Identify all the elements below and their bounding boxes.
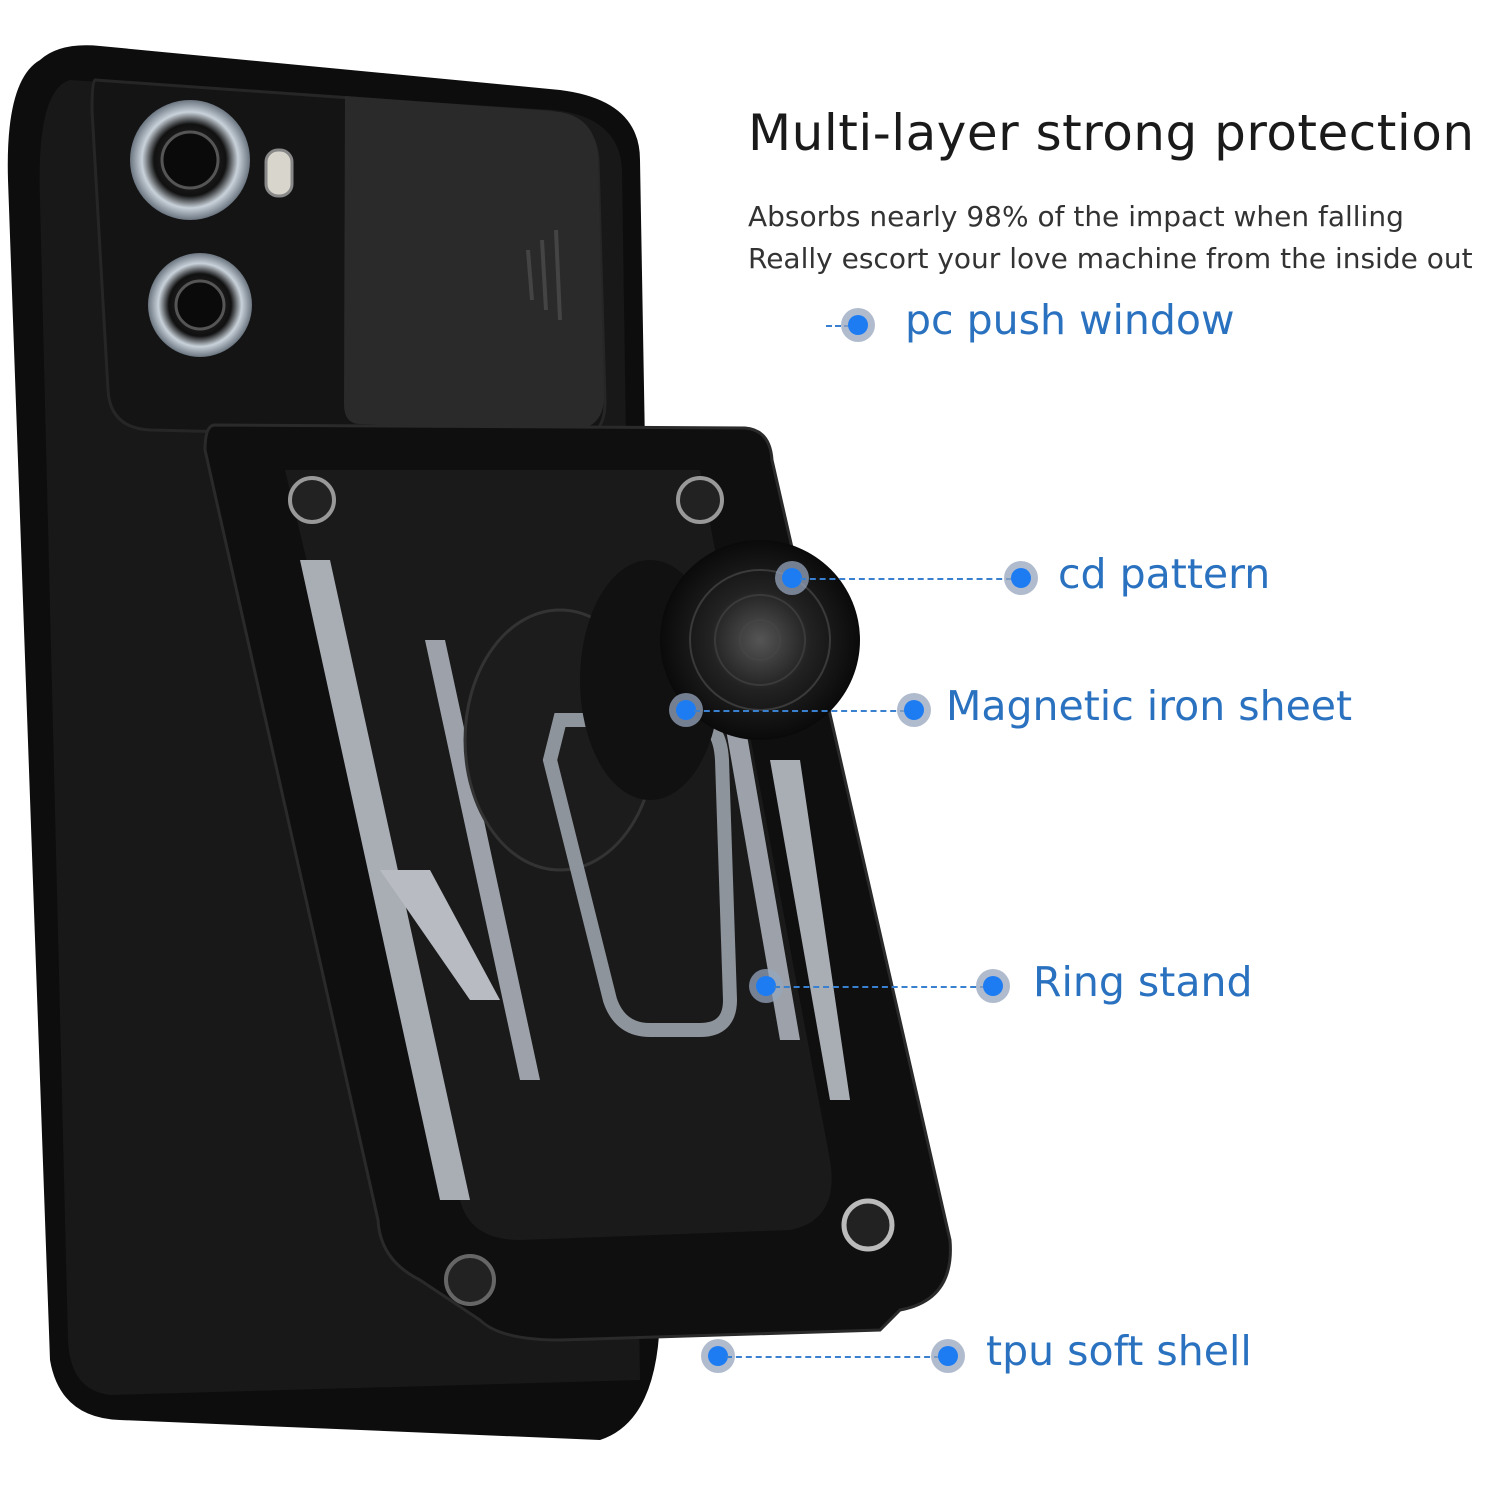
callout-dot-pc-push-window — [848, 315, 868, 335]
callout-label-magnetic-iron-sheet: Magnetic iron sheet — [946, 682, 1353, 730]
callout-dot-ring — [983, 976, 1003, 996]
callout-dot-tpu — [938, 1346, 958, 1366]
callout-label-cd-pattern: cd pattern — [1058, 550, 1271, 598]
flash — [264, 148, 294, 198]
callout-line-tpu — [726, 1356, 940, 1358]
callout-line-ring — [774, 986, 986, 988]
callout-line-cd-pattern — [800, 578, 1012, 580]
callout-dot-cd-pattern-source — [782, 568, 802, 588]
callout-label-pc-push-window: pc push window — [905, 296, 1235, 344]
page-title: Multi-layer strong protection — [748, 104, 1475, 162]
subtitle-line-1: Absorbs nearly 98% of the impact when fa… — [748, 200, 1404, 233]
callout-dot-ring-source — [756, 976, 776, 996]
callout-dot-magnetic-source — [676, 700, 696, 720]
callout-dot-magnetic — [904, 700, 924, 720]
metal-accent-left — [300, 560, 470, 1200]
callout-dot-cd-pattern — [1011, 568, 1031, 588]
callout-label-ring-stand: Ring stand — [1033, 958, 1253, 1006]
push-window — [344, 96, 604, 430]
callout-dot-tpu-source — [708, 1346, 728, 1366]
callout-label-tpu-soft-shell: tpu soft shell — [986, 1327, 1252, 1375]
callout-line-pc-push-window — [826, 325, 850, 327]
callout-line-magnetic — [694, 710, 906, 712]
subtitle-line-2: Really escort your love machine from the… — [748, 242, 1473, 275]
metal-accent-right — [770, 760, 850, 1100]
